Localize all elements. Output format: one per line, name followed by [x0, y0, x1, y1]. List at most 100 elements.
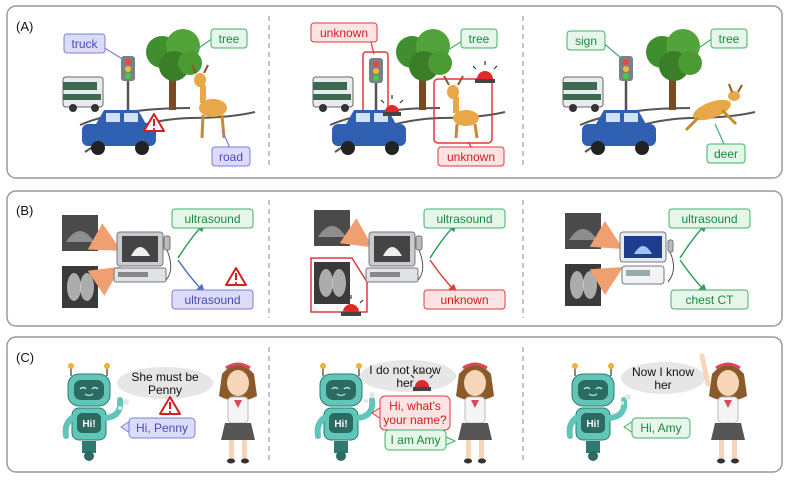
- warning-icon: [225, 267, 247, 286]
- tree-label: tree: [719, 32, 740, 46]
- ultrasound-label-box-bottom: [171, 289, 254, 310]
- chest-ct-label: chest CT: [685, 293, 734, 307]
- tree-label: tree: [469, 32, 490, 46]
- panel-a-tag: (A): [16, 19, 33, 34]
- unknown-label-box: [423, 289, 506, 310]
- panel-c-col1: Hi! She must be Penny Hi, Penny: [62, 362, 257, 464]
- robot-chest-text: Hi!: [586, 419, 599, 430]
- thought-text-line2: her: [396, 376, 413, 390]
- girl-image: [219, 362, 257, 464]
- thought-text-line1: I do not know: [369, 363, 441, 377]
- panel-b-col1: ultrasound ultrasound: [62, 208, 254, 310]
- reply-tail: [445, 436, 457, 446]
- deer-image: [191, 64, 227, 139]
- thought-text-line1: Now I know: [632, 365, 694, 379]
- panel-b: (B): [6, 190, 783, 327]
- unknown-highlight-box: [310, 257, 368, 313]
- panel-a: (A): [6, 5, 783, 179]
- panel-a-col2-scene: unknown tree unknown: [310, 22, 506, 167]
- panel-c-tag: (C): [16, 350, 34, 365]
- input-arrow: [87, 266, 121, 296]
- deer-label: deer: [714, 147, 738, 161]
- truck-label: truck: [71, 37, 98, 51]
- road-label-box: [211, 146, 251, 167]
- unknown-bottom-label-box: [437, 146, 505, 167]
- robot-chest-text: Hi!: [82, 419, 95, 430]
- sign-label-box: [566, 30, 606, 51]
- ultrasound-label-top: ultrasound: [184, 212, 240, 226]
- tree-label: tree: [219, 32, 240, 46]
- panel-b-col2: ultrasound unknown: [310, 208, 506, 316]
- ultrasound-machine-image: [113, 231, 172, 283]
- thought-text-line2: her: [654, 378, 671, 392]
- waving-girl-image: [699, 353, 747, 464]
- ultrasound-label-box-top: [668, 208, 751, 229]
- alarm-icon: [338, 295, 364, 316]
- girl-image: [456, 362, 494, 464]
- ultrasound-label-bottom: ultrasound: [184, 293, 240, 307]
- thought-cloud: [117, 367, 213, 410]
- tree-image: [396, 29, 452, 110]
- unknown-label: unknown: [440, 293, 488, 307]
- alarm-icon: [380, 95, 404, 116]
- truck-label-box: [63, 33, 106, 54]
- speech-bubble: [631, 417, 691, 439]
- unknown-top-label-box: [310, 22, 378, 43]
- panel-a-col3-scene: sign tree deer: [562, 28, 756, 164]
- panel-b-tag: (B): [16, 203, 33, 218]
- panel-a-col1-scene: truck tree road: [62, 28, 256, 167]
- leaping-deer-image: [684, 83, 743, 132]
- input-arrow: [87, 223, 122, 251]
- tree-label-box: [710, 28, 748, 49]
- speech-text: Hi, Penny: [136, 421, 188, 435]
- panel-c-col3: Hi! Now I know her Hi, Amy: [566, 353, 747, 464]
- traffic-light-image: [619, 56, 633, 110]
- speech-bubble: [128, 417, 196, 439]
- deer-pointer-line: [714, 123, 726, 147]
- bus-image: [562, 76, 604, 112]
- unknown-top-label: unknown: [320, 26, 368, 40]
- thought-cloud: [620, 362, 705, 405]
- sign-label: sign: [575, 34, 597, 48]
- road-label: road: [219, 150, 243, 164]
- speech-text-line2: your name?: [383, 413, 447, 427]
- road-pointer-line: [221, 129, 231, 149]
- input-arrow: [339, 218, 373, 248]
- robot-chest-text: Hi!: [334, 419, 347, 430]
- warning-icon: [143, 113, 165, 132]
- deer-image: [443, 75, 479, 139]
- speech-text: Hi, Amy: [640, 421, 681, 435]
- robot-image: [314, 363, 376, 461]
- tree-label-box: [460, 28, 498, 49]
- speech-text-line1: Hi, what's: [389, 399, 441, 413]
- ultrasound-machine-image: [365, 231, 424, 283]
- panel-c-col2: Hi! I do not know her Hi, what's your na…: [314, 360, 494, 464]
- tree-pointer-line: [195, 37, 214, 51]
- tree-image: [646, 29, 702, 110]
- modern-ultrasound-machine-image: [619, 231, 674, 285]
- car-image: [332, 110, 406, 155]
- input-arrow: [589, 220, 624, 250]
- unknown-highlight-box: [433, 78, 493, 144]
- reply-text: I am Amy: [390, 433, 440, 447]
- chest-ct-label-box: [670, 289, 749, 310]
- ultrasound-label-top: ultrasound: [436, 212, 492, 226]
- ultrasound-label-box-top: [423, 208, 506, 229]
- tree-pointer-line: [695, 37, 714, 51]
- robot-image: [62, 363, 124, 461]
- traffic-light-image: [121, 56, 135, 112]
- deer-label-box: [706, 143, 746, 164]
- panel-b-col3: ultrasound chest CT: [565, 208, 751, 310]
- robot-image: [566, 363, 628, 461]
- car-image: [582, 110, 656, 155]
- tree-label-box: [210, 28, 248, 49]
- car-image: [82, 110, 156, 155]
- alarm-icon: [410, 371, 434, 391]
- panel-c: (C) Hi! She must be: [6, 336, 783, 473]
- input-arrow: [589, 266, 624, 296]
- bus-image: [312, 76, 354, 112]
- thought-text-line1: She must be: [131, 370, 199, 384]
- bus-image: [62, 76, 104, 112]
- warning-icon: [159, 396, 181, 415]
